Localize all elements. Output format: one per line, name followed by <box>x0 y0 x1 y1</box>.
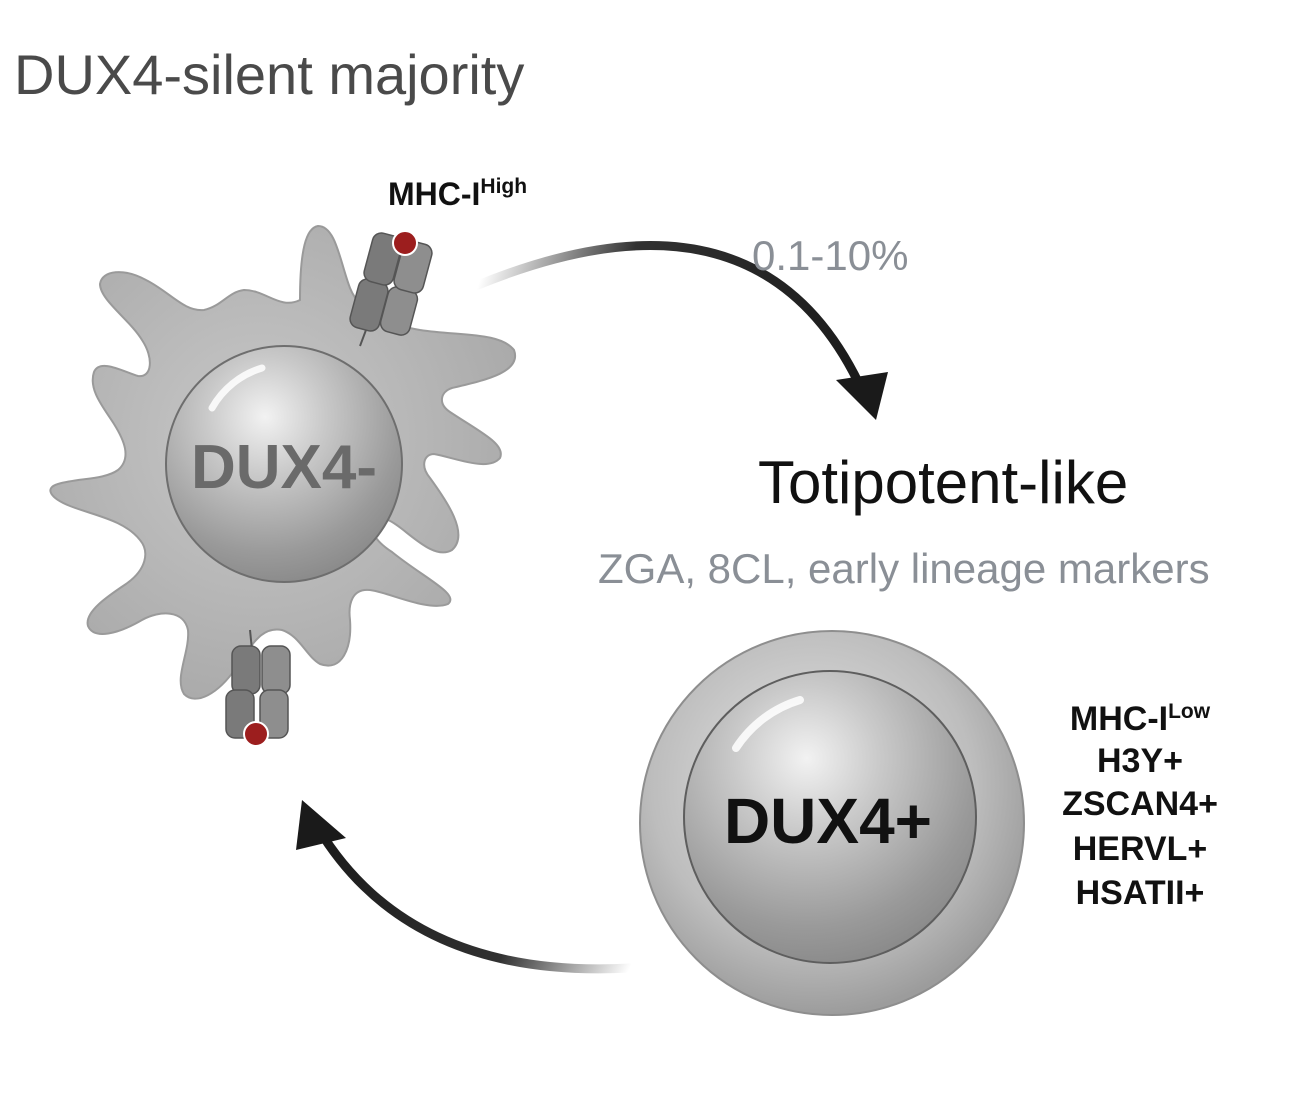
marker-item: H3Y+ <box>1097 742 1183 780</box>
transition-arrow-bottom <box>296 800 635 974</box>
arrowhead-icon <box>296 800 346 850</box>
transition-arrow-top <box>473 241 888 420</box>
silent-marker-label: MHC-IHigh <box>388 175 527 212</box>
marker-item: HSATII+ <box>1076 874 1205 912</box>
marker-item: HERVL+ <box>1073 830 1207 868</box>
arrowhead-icon <box>836 372 888 420</box>
totipotent-label: Totipotent-like <box>758 449 1128 516</box>
peptide-icon <box>243 721 269 747</box>
active-marker-list: MHC-ILow H3Y+ ZSCAN4+ HERVL+ HSATII+ <box>1062 700 1218 912</box>
silent-nucleus-highlight <box>208 364 266 412</box>
active-marker-sup: Low <box>1168 700 1211 723</box>
mhc-i-receptor-icon <box>225 629 291 747</box>
active-nucleus-label: DUX4+ <box>724 785 932 857</box>
silent-marker-sup: High <box>480 175 527 198</box>
totipotent-detail: ZGA, 8CL, early lineage markers <box>598 545 1210 592</box>
silent-nucleus-label: DUX4- <box>191 433 377 502</box>
diagram-title: DUX4-silent majority <box>14 43 524 106</box>
active-marker-base: MHC-I <box>1070 700 1168 738</box>
marker-item: ZSCAN4+ <box>1062 785 1218 823</box>
active-nucleus-highlight <box>732 696 804 752</box>
active-nucleus <box>683 670 977 964</box>
dux4-active-cell: DUX4+ <box>639 630 1025 1016</box>
peptide-icon <box>392 230 418 256</box>
mhc-i-receptor-icon <box>349 230 433 347</box>
dux4-silent-cell: DUX4- MHC-IHigh <box>49 175 527 747</box>
percent-label: 0.1-10% <box>752 232 908 279</box>
silent-marker-base: MHC-I <box>388 176 480 212</box>
silent-nucleus <box>165 345 403 583</box>
active-marker-label: MHC-ILow <box>1070 700 1211 738</box>
